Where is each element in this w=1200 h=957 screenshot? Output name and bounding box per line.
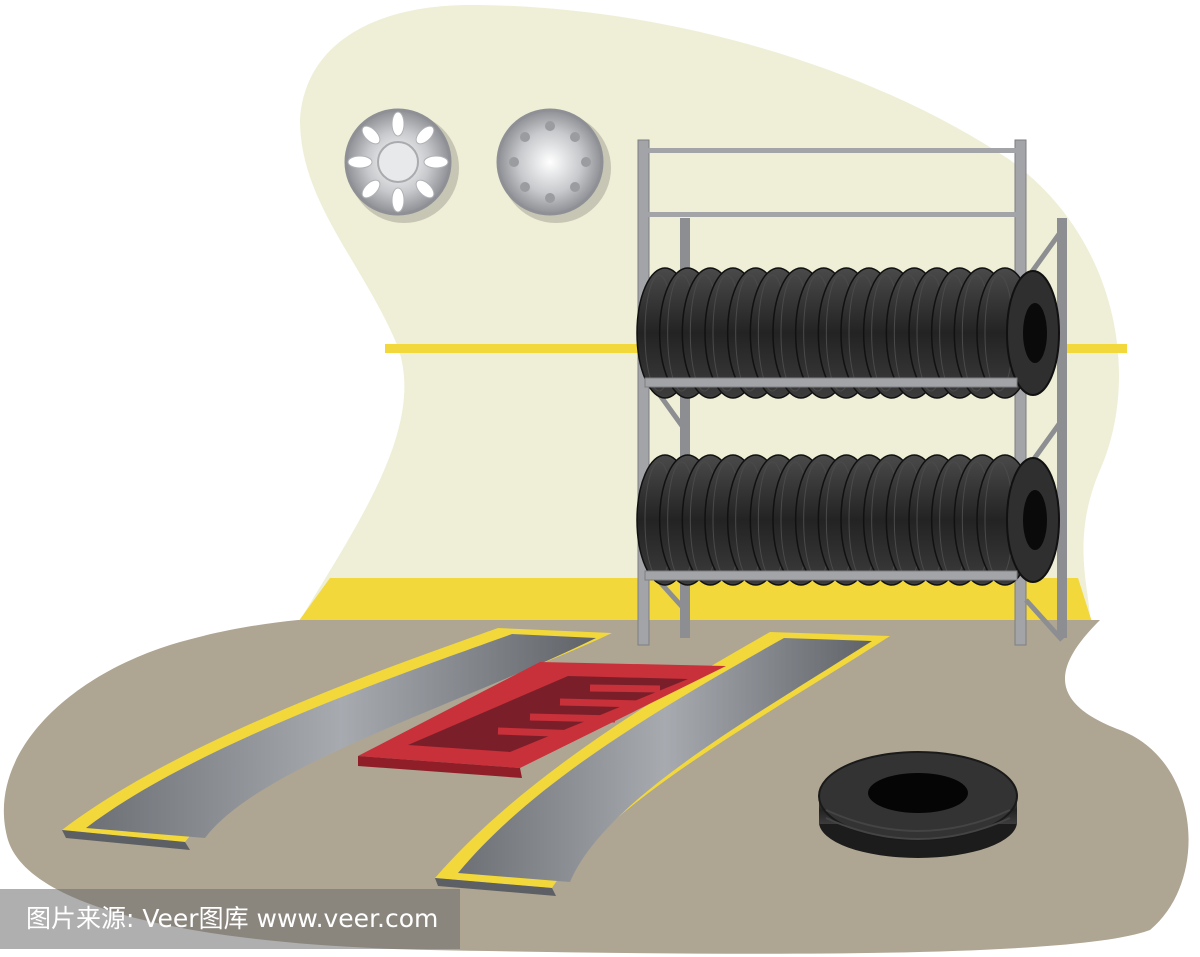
tire-rack (636, 139, 1067, 646)
hubcap-icon (496, 108, 611, 223)
hubcap-icon (344, 108, 459, 223)
tire-icon (818, 751, 1018, 858)
car-ramp (435, 632, 890, 896)
baseboard (298, 578, 1092, 622)
rack-tire-hole (1023, 303, 1047, 363)
watermark: 图片来源: Veer图库 www.veer.com (0, 889, 460, 949)
car-ramp (62, 628, 612, 850)
rack-tire-hole (1023, 490, 1047, 550)
lift-frame (358, 662, 726, 778)
